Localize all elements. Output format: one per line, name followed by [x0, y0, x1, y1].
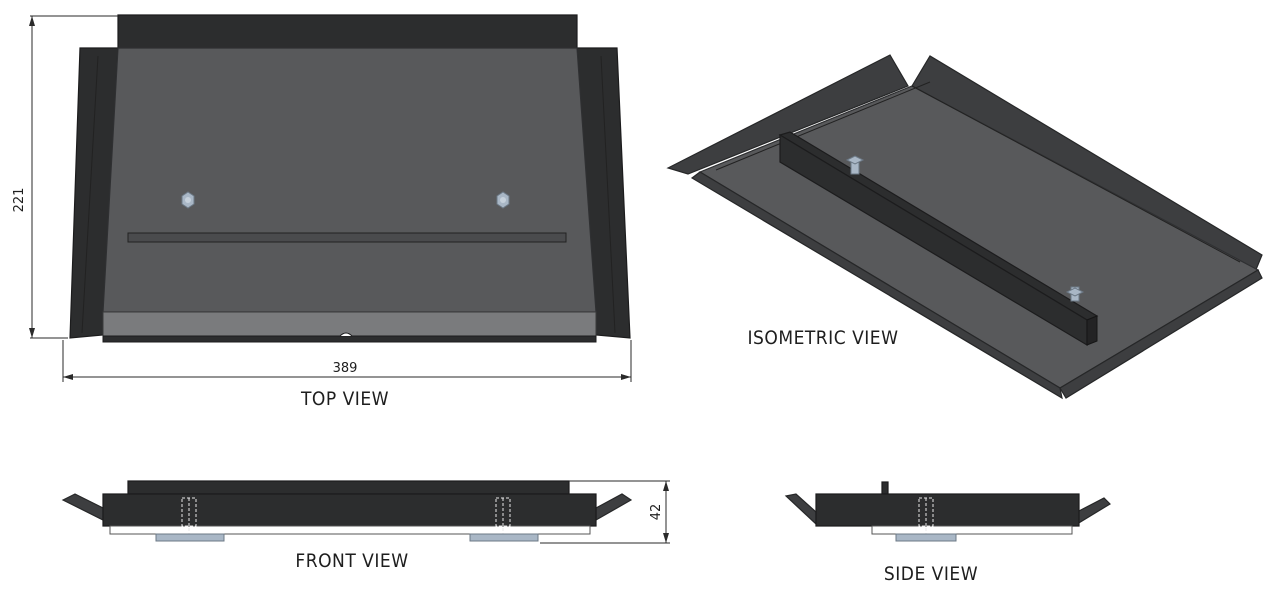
front-view-label: FRONT VIEW [295, 550, 408, 572]
side-view-left-fold [784, 493, 817, 526]
front-view-bolt-right [469, 497, 539, 542]
top-view-main-plate [102, 47, 597, 313]
isometric-view: ISOMETRIC VIEW [666, 54, 1263, 400]
front-view-height-value: 42 [649, 504, 664, 521]
top-view-height-dimension: 221 [12, 15, 118, 339]
front-view-main-body [102, 493, 597, 527]
front-view-left-wing [61, 493, 104, 521]
side-view-main-body [815, 493, 1080, 527]
top-view-back-flange [117, 14, 578, 51]
top-view-width-dimension: 389 [62, 340, 632, 382]
iso-back-wing [666, 54, 909, 175]
front-view: 42 FRONT VIEW [61, 480, 670, 572]
top-view-height-value: 221 [12, 188, 27, 213]
iso-right-lip [1059, 269, 1263, 399]
top-view-front-lip [102, 311, 597, 337]
side-view: SIDE VIEW [784, 481, 1111, 585]
side-view-bolt [895, 497, 957, 542]
top-view-width-value: 389 [333, 361, 358, 376]
side-view-label: SIDE VIEW [884, 563, 978, 585]
front-view-bolt-left [155, 497, 225, 542]
front-view-back-flange [127, 480, 570, 495]
iso-bolt-left [845, 155, 865, 175]
top-view-slot [127, 232, 567, 243]
iso-bolt-right [1065, 286, 1085, 302]
side-view-right-wing [1076, 497, 1111, 526]
top-view-label: TOP VIEW [300, 388, 389, 410]
front-view-height-dimension: 42 [540, 480, 670, 544]
top-view: 221 389 TOP VIEW [12, 14, 632, 410]
side-view-bar [881, 481, 889, 495]
isometric-view-label: ISOMETRIC VIEW [747, 327, 898, 349]
front-view-right-wing [595, 493, 633, 522]
